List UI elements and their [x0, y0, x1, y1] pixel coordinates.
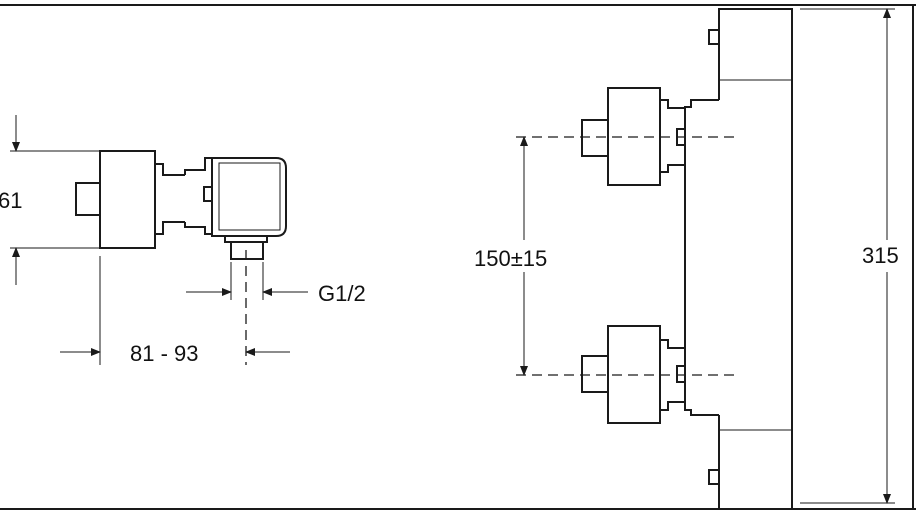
dim-overall-label: 315 — [862, 243, 899, 268]
side-outlet-nut — [230, 241, 264, 260]
front-notch-bottom — [708, 469, 720, 485]
dim-61-label: 61 — [0, 188, 22, 213]
dim-thread-label: G1/2 — [318, 281, 366, 306]
side-shoulder-top — [184, 157, 212, 175]
front-lower-neck-bottom — [660, 401, 685, 411]
front-notch-top — [708, 29, 720, 45]
side-shoulder-bottom — [184, 222, 212, 235]
front-main-body — [718, 8, 793, 510]
dim-depth-label: 81 - 93 — [130, 341, 199, 366]
front-view: 150±15 315 — [474, 8, 899, 510]
front-upper-neck-bottom — [660, 164, 685, 173]
side-connector-top — [155, 163, 185, 176]
front-inner-bar — [684, 99, 719, 416]
side-connector-bottom — [155, 221, 185, 235]
front-upper-neck-top — [660, 99, 685, 109]
side-valve-inner — [218, 162, 281, 231]
side-knob-stem — [75, 182, 101, 216]
front-lower-knob-stem — [581, 355, 609, 393]
front-lower-neck-top — [660, 339, 685, 349]
side-valve-body — [211, 157, 287, 237]
side-knob-body — [99, 150, 156, 249]
side-pin — [203, 186, 213, 202]
side-view: 61 G1/2 81 - 93 — [0, 115, 366, 366]
front-lower-pin — [676, 365, 686, 383]
front-upper-knob-stem — [581, 119, 609, 157]
dim-center-label: 150±15 — [474, 246, 547, 271]
